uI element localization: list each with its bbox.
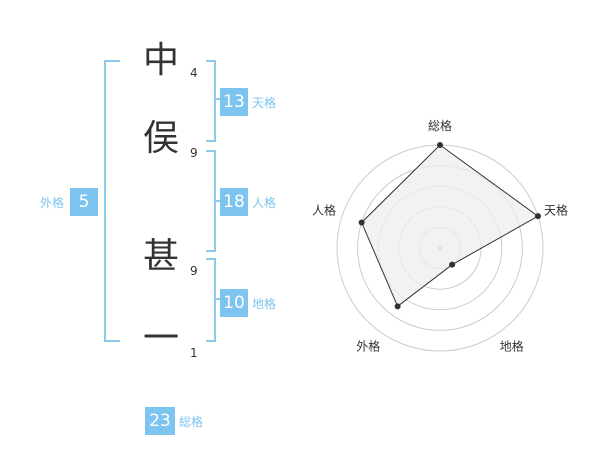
radar-axis-label: 人格 <box>312 202 336 217</box>
jinkaku-label: 人格 <box>252 195 277 210</box>
soukaku-value: 23 <box>145 407 175 435</box>
stroke-count-2: 9 <box>190 146 198 160</box>
name-char-4: 一 <box>142 318 179 359</box>
radar-point <box>358 219 365 226</box>
name-char-2: 俣 <box>142 118 179 159</box>
radar-area <box>361 144 539 308</box>
chikaku-value: 10 <box>220 289 248 317</box>
tenkaku-bracket <box>206 60 216 142</box>
soukaku-badge: 23 総格 <box>145 407 203 435</box>
radar-point <box>449 261 456 268</box>
radar-axis-label: 天格 <box>544 202 568 217</box>
tenkaku-value: 13 <box>220 88 248 116</box>
gaikaku-label: 外格 <box>40 195 65 210</box>
stroke-count-3: 9 <box>190 264 198 278</box>
name-char-3: 甚 <box>142 236 179 277</box>
radar-point <box>534 213 541 220</box>
chikaku-bracket-tick <box>214 298 224 300</box>
gaikaku-value: 5 <box>70 188 99 216</box>
radar-axis-label: 地格 <box>500 339 524 354</box>
soukaku-label: 総格 <box>179 414 204 429</box>
gaikaku-bracket <box>104 60 120 342</box>
radar-point <box>394 303 401 310</box>
tenkaku-label: 天格 <box>252 95 277 110</box>
jinkaku-bracket-tick <box>214 200 224 202</box>
chikaku-badge: 10 地格 <box>220 289 276 317</box>
radar-axis-label: 外格 <box>356 339 380 354</box>
gaikaku-badge: 外格 5 <box>40 188 99 216</box>
jinkaku-badge: 18 人格 <box>220 188 276 216</box>
jinkaku-value: 18 <box>220 188 248 216</box>
tenkaku-bracket-tick <box>214 98 224 100</box>
chikaku-label: 地格 <box>252 296 277 311</box>
stroke-count-4: 1 <box>190 346 198 360</box>
chikaku-bracket <box>206 258 216 342</box>
radar-axis-label: 総格 <box>428 118 452 133</box>
name-char-1: 中 <box>142 40 179 81</box>
stroke-count-1: 4 <box>190 66 198 80</box>
tenkaku-badge: 13 天格 <box>220 88 276 116</box>
radar-point <box>437 142 443 148</box>
